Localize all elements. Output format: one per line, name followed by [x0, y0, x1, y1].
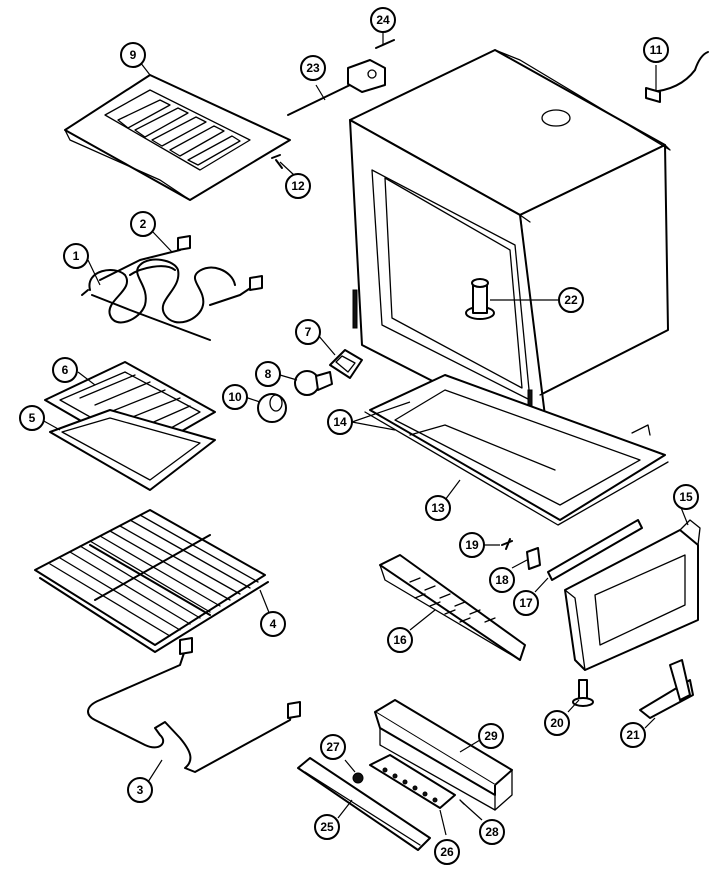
callout-number: 15 [679, 490, 693, 504]
callout: 8 [255, 361, 281, 387]
callout-number: 13 [431, 501, 445, 515]
callout-number: 3 [137, 783, 144, 797]
callout-number: 16 [393, 633, 407, 647]
rod-bracket-assembly [287, 59, 386, 116]
front-panel-bracket [379, 554, 526, 661]
callout-number: 5 [29, 411, 36, 425]
callout: 16 [387, 627, 413, 653]
callout: 14 [327, 409, 353, 435]
small-screw [501, 538, 513, 550]
broil-element-cover [64, 74, 291, 201]
callout-number: 1 [73, 249, 80, 263]
callout: 6 [52, 357, 78, 383]
callout: 9 [120, 42, 146, 68]
trim-strip [547, 519, 643, 581]
light-lens [257, 393, 287, 423]
callout-number: 25 [320, 820, 334, 834]
callout: 21 [620, 722, 646, 748]
oven-rack [34, 509, 269, 653]
callout: 26 [434, 839, 460, 865]
callout-number: 7 [305, 325, 312, 339]
callout: 27 [320, 734, 346, 760]
drawer-side-panel [564, 519, 701, 671]
callout: 18 [489, 567, 515, 593]
callout-number: 28 [485, 825, 499, 839]
callout-number: 19 [465, 538, 479, 552]
knob [352, 772, 364, 784]
leader-lines [41, 32, 689, 836]
callout-number: 8 [265, 367, 272, 381]
bake-element-sensor [465, 278, 495, 320]
clip [526, 547, 541, 570]
callout-number: 21 [626, 728, 640, 742]
callout-number: 18 [495, 573, 509, 587]
broil-element [81, 235, 263, 341]
callout: 3 [127, 777, 153, 803]
callout: 28 [479, 819, 505, 845]
callout-number: 11 [650, 43, 663, 57]
callout-number: 2 [140, 217, 147, 231]
callout-number: 9 [130, 48, 137, 62]
callout: 10 [222, 384, 248, 410]
leveling-leg [572, 679, 594, 707]
callout-number: 24 [376, 13, 390, 27]
callout: 13 [425, 495, 451, 521]
callout: 4 [260, 611, 286, 637]
switch-bank [369, 754, 456, 809]
pin [375, 39, 395, 49]
callout: 20 [544, 710, 570, 736]
oven-bottom-pan [364, 374, 669, 526]
callout: 29 [478, 723, 504, 749]
callout: 1 [63, 243, 89, 269]
callout-number: 22 [564, 293, 578, 307]
anti-tip-bracket [639, 659, 694, 719]
broil-pan [49, 409, 216, 491]
callout: 12 [285, 173, 311, 199]
callout: 25 [314, 814, 340, 840]
screw [271, 154, 283, 169]
callout-number: 14 [333, 415, 347, 429]
callout-number: 29 [484, 729, 498, 743]
callout: 2 [130, 211, 156, 237]
callout: 22 [558, 287, 584, 313]
callout-number: 20 [550, 716, 564, 730]
oven-cavity [349, 49, 671, 441]
light-bulb [294, 370, 333, 396]
wire-harness [645, 51, 709, 103]
callout: 11 [643, 37, 669, 63]
callout-number: 27 [326, 740, 340, 754]
callout: 24 [370, 7, 396, 33]
callout-number: 6 [62, 363, 69, 377]
callout: 7 [295, 319, 321, 345]
control-trim [297, 757, 431, 851]
callout: 23 [300, 55, 326, 81]
callout: 15 [673, 484, 699, 510]
control-panel-channel [374, 699, 513, 811]
callout-number: 26 [440, 845, 454, 859]
callout-number: 23 [306, 61, 320, 75]
callout: 5 [19, 405, 45, 431]
light-socket [329, 349, 363, 379]
callout: 19 [459, 532, 485, 558]
callout-number: 17 [519, 596, 533, 610]
bake-element [87, 637, 301, 773]
callout-number: 10 [228, 390, 242, 404]
callout-number: 12 [291, 179, 305, 193]
callout-number: 4 [270, 617, 277, 631]
callout: 17 [513, 590, 539, 616]
